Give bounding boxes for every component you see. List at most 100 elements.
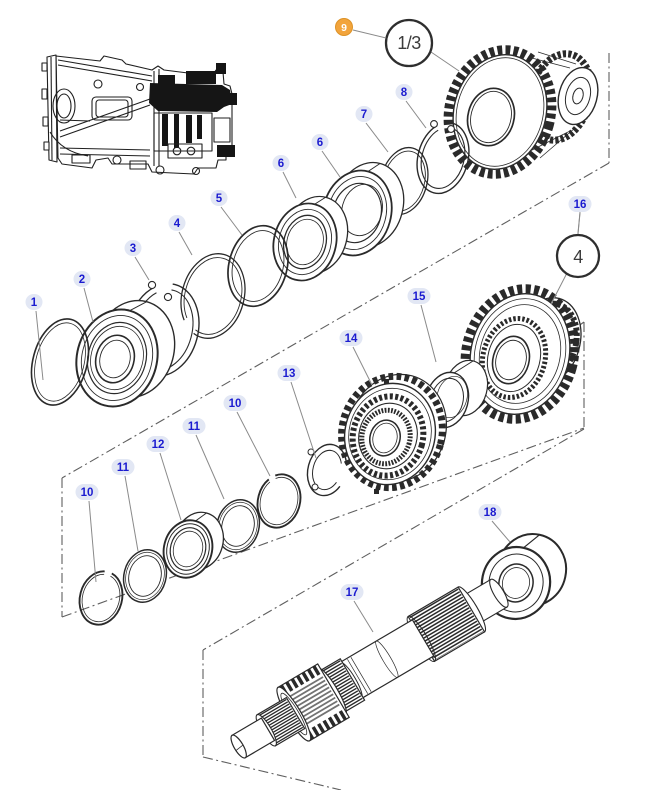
leader-line — [134, 256, 150, 281]
callout-bg — [339, 330, 363, 346]
part-1-ring — [30, 318, 90, 406]
callout-bg — [272, 155, 290, 171]
leader-line — [405, 100, 427, 129]
boundary-segment — [61, 427, 585, 618]
callout-bg — [478, 504, 502, 520]
callout-number: 11 — [188, 421, 201, 433]
balloon-4[interactable]: 4 — [550, 212, 601, 305]
part-6-bearing-cone — [272, 195, 349, 282]
callout-17[interactable]: 17 — [340, 584, 374, 633]
callout-number: 15 — [413, 291, 426, 303]
leader-line — [236, 411, 271, 477]
leader-line — [159, 452, 182, 521]
callout-bg — [73, 271, 91, 287]
leader-line — [88, 500, 97, 583]
callout-10[interactable]: 10 — [223, 395, 271, 477]
part-9-gear-drawing — [443, 45, 599, 179]
callout-number: 10 — [81, 487, 94, 499]
leader-line — [321, 150, 341, 178]
callout-11[interactable]: 11 — [111, 459, 139, 552]
callout-bg — [75, 484, 99, 500]
callout-number: 12 — [152, 439, 165, 451]
leader-line — [195, 434, 225, 500]
callout-1[interactable]: 1 — [25, 294, 44, 381]
balloon-leader-line — [430, 51, 460, 72]
balloon-1-3[interactable]: 1/3 — [384, 18, 460, 72]
part-11-washer-right — [215, 499, 261, 553]
balloon-circle — [384, 18, 434, 68]
callout-bg — [395, 84, 413, 100]
gearbox-housing-drawing — [41, 54, 237, 176]
part-2-bearing — [75, 299, 176, 408]
callout-11[interactable]: 11 — [182, 418, 225, 500]
callout-3[interactable]: 3 — [124, 240, 150, 281]
part-12-bearing-cup — [162, 511, 225, 579]
part-11-washer-left — [122, 549, 168, 603]
callout-7[interactable]: 7 — [355, 106, 389, 153]
callout-4[interactable]: 4 — [168, 215, 193, 256]
callout-6[interactable]: 6 — [272, 155, 297, 199]
callout-number: 1 — [31, 297, 38, 309]
leader-line — [178, 231, 193, 256]
callout-2[interactable]: 2 — [73, 271, 94, 323]
leader-line — [491, 520, 511, 543]
highlighted-badge-9[interactable]: 9 — [335, 18, 387, 39]
callout-number: 11 — [117, 462, 130, 474]
callout-bg — [210, 190, 228, 206]
leader-line — [35, 310, 44, 381]
callout-bg — [223, 395, 247, 411]
leader-line — [365, 122, 389, 153]
callout-5[interactable]: 5 — [210, 190, 243, 236]
boundary-segment — [202, 756, 342, 790]
callout-14[interactable]: 14 — [339, 330, 373, 386]
part-4-snap-ring — [180, 253, 246, 339]
callout-bg — [277, 365, 301, 381]
callout-12[interactable]: 12 — [146, 436, 182, 521]
balloon-label: 4 — [573, 247, 583, 267]
callout-number: 5 — [216, 193, 223, 205]
leader-line — [290, 381, 317, 459]
badge-circle — [335, 18, 353, 36]
callout-number: 10 — [229, 398, 242, 410]
callout-18[interactable]: 18 — [478, 504, 511, 543]
part-10-ring-left — [78, 570, 124, 626]
balloon-leader-line — [550, 272, 568, 305]
callout-6[interactable]: 6 — [311, 134, 341, 178]
badge-number: 9 — [341, 22, 347, 34]
callout-15[interactable]: 15 — [407, 288, 437, 363]
boundary-segment — [202, 428, 585, 651]
callout-bg — [340, 584, 364, 600]
callout-13[interactable]: 13 — [277, 365, 317, 459]
badge-layer: 9 — [335, 18, 387, 39]
callout-number: 2 — [79, 274, 85, 286]
callout-number: 14 — [345, 333, 358, 345]
part-13-lock-plate — [306, 443, 348, 497]
callout-number: 6 — [278, 158, 284, 170]
callout-bg — [146, 436, 170, 452]
callout-bg — [182, 418, 206, 434]
callout-bg — [355, 106, 373, 122]
leader-line — [220, 206, 243, 236]
callout-10[interactable]: 10 — [75, 484, 99, 583]
callout-bg — [407, 288, 431, 304]
callout-number: 7 — [361, 109, 367, 121]
part-16-gear — [460, 284, 582, 424]
callout-bg — [568, 196, 592, 212]
part-17-shaft — [230, 578, 509, 759]
leader-line — [282, 171, 297, 199]
callout-number: 18 — [484, 507, 497, 519]
callout-number: 17 — [346, 587, 359, 599]
leader-line — [352, 346, 373, 386]
callout-number: 4 — [174, 218, 181, 230]
part-14-synchronizer — [338, 372, 448, 494]
callout-number: 3 — [130, 243, 136, 255]
callout-bg — [25, 294, 43, 310]
callout-bg — [124, 240, 142, 256]
leader-line — [83, 287, 94, 323]
callout-8[interactable]: 8 — [395, 84, 427, 129]
leader-line — [420, 304, 437, 363]
balloon-leader-line — [577, 212, 581, 235]
leader-line — [124, 475, 139, 552]
callout-number: 13 — [283, 368, 296, 380]
